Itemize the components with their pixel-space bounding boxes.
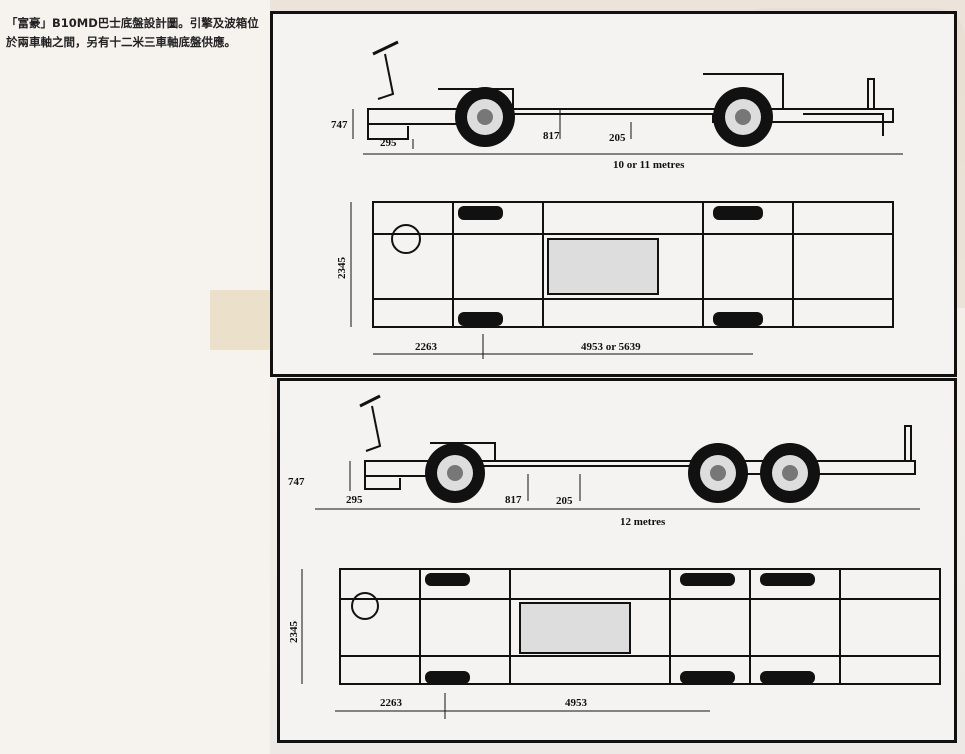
rear-height-205-12m: 205 (556, 495, 573, 507)
rear-wheel-12m (760, 443, 820, 503)
chassis-drawing-12m: 747 295 817 205 12 metres (288, 394, 941, 719)
chassis-diagram-b10md: 747 295 817 205 10 or 11 metres (270, 11, 957, 377)
width-2345-12m: 2345 (288, 621, 300, 644)
chassis-drawing: 747 295 817 205 10 or 11 metres (331, 40, 903, 359)
middle-wheel-12m (688, 443, 748, 503)
wheelbase-dim-12m: 4953 (565, 697, 588, 709)
front-dim-2263-12m: 2263 (380, 697, 403, 709)
front-overhang-295-12m: 295 (346, 494, 363, 506)
rear-height-205: 205 (609, 132, 626, 144)
chassis-diagram-12m: 747 295 817 205 12 metres (277, 378, 957, 743)
front-overhang-295: 295 (380, 137, 397, 149)
front-wheel (455, 87, 515, 147)
overall-length-12m: 12 metres (620, 516, 666, 528)
figure-caption: 「富豪」B10MD巴士底盤設計圖。引擎及波箱位於兩車軸之間，另有十二米三車軸底盤… (6, 16, 259, 49)
overall-length: 10 or 11 metres (613, 159, 685, 171)
width-2345: 2345 (336, 257, 348, 280)
height-747-12m: 747 (288, 476, 305, 488)
ground-clearance-817-12m: 817 (505, 494, 522, 506)
wheelbase-dim: 4953 or 5639 (581, 341, 641, 353)
front-wheel-12m (425, 443, 485, 503)
ground-clearance-817: 817 (543, 130, 560, 142)
front-dim-2263: 2263 (415, 341, 438, 353)
height-747: 747 (331, 119, 348, 131)
rear-wheel (713, 87, 773, 147)
